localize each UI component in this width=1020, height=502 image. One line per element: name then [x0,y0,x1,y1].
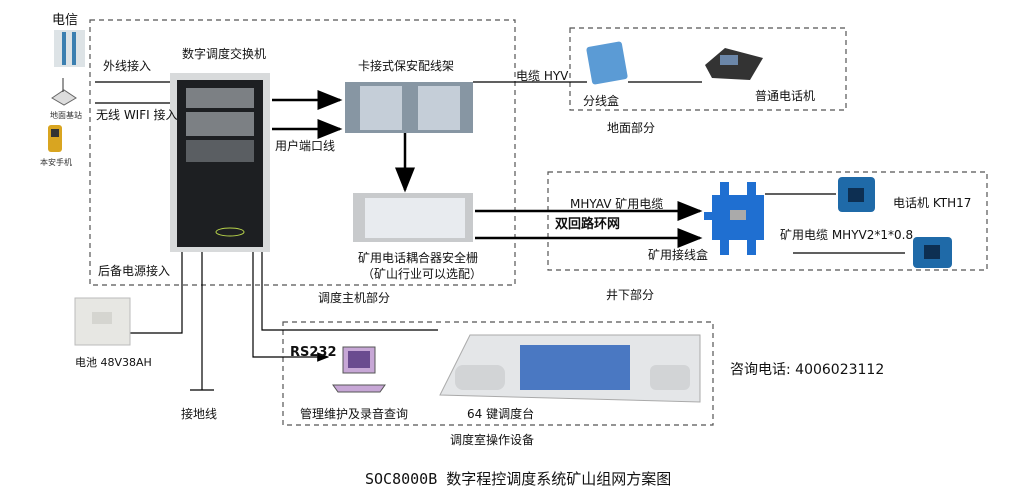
switch-cabinet-icon [170,73,270,252]
base-station-icon [51,78,77,106]
ground-section-box [569,27,847,111]
telecom-label: 电信 [52,13,79,28]
distribution-frame-icon [345,82,473,133]
pc-label: 管理维护及录音查询 [300,407,409,421]
diagram-title: SOC8000B 数字程控调度系统矿山组网方案图 [365,470,672,488]
mine-phone-icon [913,237,952,268]
desk-phone-icon [705,48,763,80]
mobile-phone-label: 本安手机 [40,158,72,167]
host-section-box [89,19,516,286]
hyv-cable-label: 电缆 HYV [516,69,569,83]
ring-network-label: 双回路环网 [555,217,621,232]
telecom-cabinet-icon [54,30,85,67]
backup-power-label: 后备电源接入 [98,264,171,278]
contact-phone: 咨询电话: 4006023112 [730,362,885,378]
battery-label: 电池 48V38AH [75,356,152,369]
kth17-label: 电话机 KTH17 [893,196,972,210]
switch-label: 数字调度交换机 [182,47,267,61]
mine-phone-icon [838,177,875,212]
base-station-label: 地面基站 [50,111,82,120]
coupler-label: 矿用电话耦合器安全栅 [358,251,479,265]
underground-section-box [547,171,988,271]
junction-box-icon [704,182,764,255]
ground-wire-label: 接地线 [181,407,218,421]
underground-section-label: 井下部分 [606,288,655,302]
mhyav-cable-label: MHYAV 矿用电缆 [570,197,664,211]
battery-icon [74,297,131,346]
splitter-box-icon [586,41,628,85]
coupler-safety-barrier-icon [353,193,473,242]
port-line-label: 用户端口线 [275,139,336,153]
mhyv-cable-label: 矿用电缆 MHYV2*1*0.8 [780,228,914,242]
frame-label: 卡接式保安配线架 [358,59,455,73]
host-section-label: 调度主机部分 [318,291,391,305]
operations-section-box [282,321,714,426]
mobile-phone-icon [48,125,62,152]
rs232-label: RS232 [290,345,337,360]
operations-section-label: 调度室操作设备 [450,433,535,447]
outside-line-label: 外线接入 [103,59,152,73]
dispatch-console-icon [439,334,701,403]
coupler-note: （矿山行业可以选配） [362,267,483,281]
console-label: 64 键调度台 [467,407,535,421]
desk-phone-label: 普通电话机 [755,89,816,103]
splitter-label: 分线盒 [583,94,620,108]
computer-icon [332,346,386,393]
ground-section-label: 地面部分 [607,121,656,135]
junction-box-label: 矿用接线盒 [648,248,709,262]
wifi-label: 无线 WIFI 接入 [96,108,178,122]
